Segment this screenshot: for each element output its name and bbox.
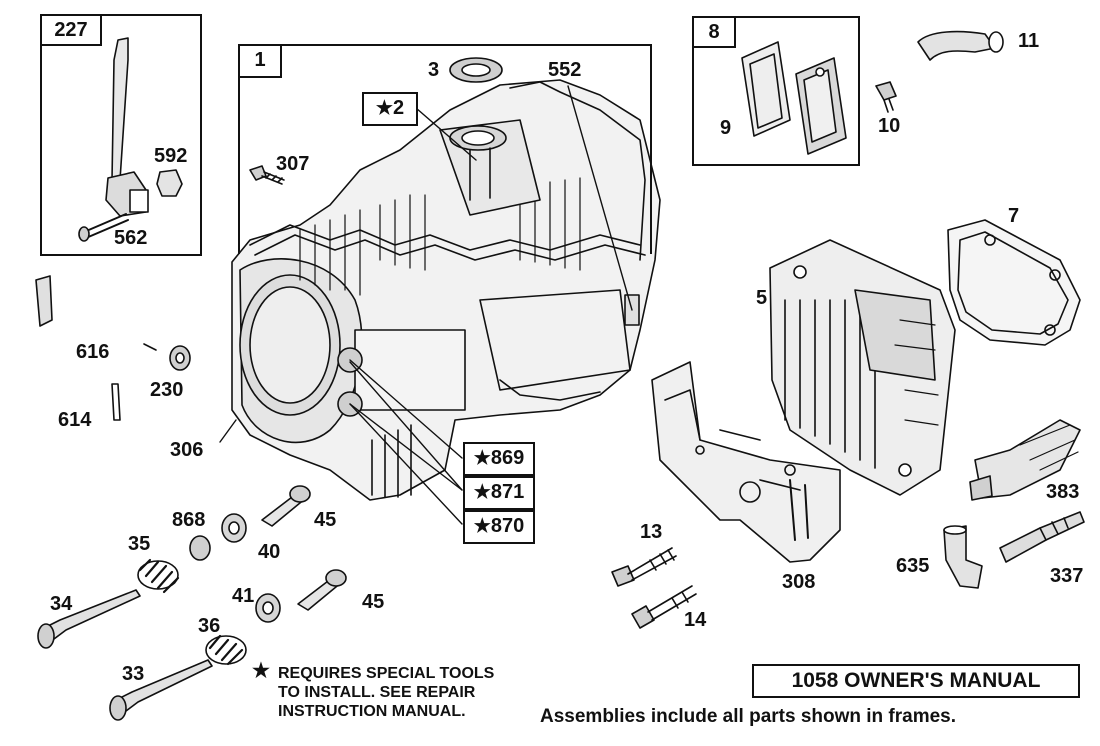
star-icon: ★ [473,448,491,469]
special-tools-note: ★ REQUIRES SPECIAL TOOLS TO INSTALL. SEE… [252,661,495,721]
footer-note: Assemblies include all parts shown in fr… [540,706,957,727]
spring-36-art [205,634,247,666]
part-label-383: 383 [1046,481,1080,503]
manual-title-box: 1058 OWNER'S MANUAL [752,664,1080,698]
part-label-562: 562 [114,227,148,249]
bolt-14-art [631,585,697,629]
bracket-616-art [35,275,157,351]
part-label-614: 614 [58,409,92,431]
part-label-9: 9 [720,117,732,139]
spark-plug-art [999,511,1085,563]
ignition-coil-art [969,419,1081,501]
part-label-7: 7 [1008,205,1020,227]
callout-2-number: 2 [392,97,405,119]
part-label-308: 308 [782,571,816,593]
part-label-35: 35 [128,533,151,555]
note-line-3: INSTRUCTION MANUAL. [278,703,466,720]
valve-34-art [37,589,141,649]
part-label-45-lower: 45 [362,591,385,613]
callout-870-number: 870 [490,515,525,537]
washer-230-art [169,345,191,371]
star-icon: ★ [375,98,393,119]
part-label-868: 868 [172,509,206,531]
part-label-40: 40 [258,541,281,563]
head-gasket-art [947,219,1081,346]
seal-41-art [255,593,281,623]
part-label-616: 616 [76,341,110,363]
screw-10-art [875,81,897,113]
spring-35-art [137,558,180,594]
callout-871: ★871 [463,476,535,510]
bolt-13-art [611,547,677,587]
callout-871-number: 871 [490,481,525,503]
frame-8-border [692,16,860,166]
gasket-308-art [651,361,841,563]
callout-2: ★2 [362,92,418,126]
oil-seal-art [449,57,503,83]
seal-40-art [221,513,247,543]
part-label-230: 230 [150,379,184,401]
cylinder-head-art [769,239,956,496]
star-icon: ★ [473,516,491,537]
breather-tube-art [917,30,1004,61]
pin-614-art [111,383,121,421]
frame-227-label: 227 [40,14,102,46]
part-label-14: 14 [684,609,707,631]
part-label-11: 11 [1018,30,1040,52]
frame-1-border [238,44,652,254]
leader-lines [219,85,633,525]
note-line-2: TO INSTALL. SEE REPAIR [278,684,476,701]
part-label-635: 635 [896,555,930,577]
frame-227-border [40,14,202,256]
breather-art [741,41,847,155]
part-label-41: 41 [232,585,255,607]
valve-33-art [109,659,213,721]
part-label-592: 592 [154,145,188,167]
star-icon: ★ [252,660,270,682]
tappet-45b-art [297,569,347,611]
tappet-45a-art [261,485,311,527]
note-line-1: REQUIRES SPECIAL TOOLS [278,665,495,682]
star-icon: ★ [473,482,491,503]
callout-870: ★870 [463,510,535,544]
screw-307-art [249,165,285,185]
part-label-33: 33 [122,663,145,685]
part-label-337: 337 [1050,565,1084,587]
callout-869-number: 869 [490,447,525,469]
governor-lever-art [78,37,183,242]
part-label-3: 3 [428,59,440,81]
elbow-635-art [943,525,983,589]
part-label-10: 10 [878,115,901,137]
engine-block-art [231,79,661,501]
part-label-307: 307 [276,153,310,175]
callout-869: ★869 [463,442,535,476]
part-label-13: 13 [640,521,663,543]
part-label-36: 36 [198,615,221,637]
frame-1-label: 1 [238,44,282,78]
part-label-5: 5 [756,287,768,309]
frame-8-label: 8 [692,16,736,48]
retainer-868-art [189,535,211,561]
part-label-34: 34 [50,593,73,615]
part-label-552: 552 [548,59,582,81]
part-label-45-upper: 45 [314,509,337,531]
part-label-306: 306 [170,439,204,461]
